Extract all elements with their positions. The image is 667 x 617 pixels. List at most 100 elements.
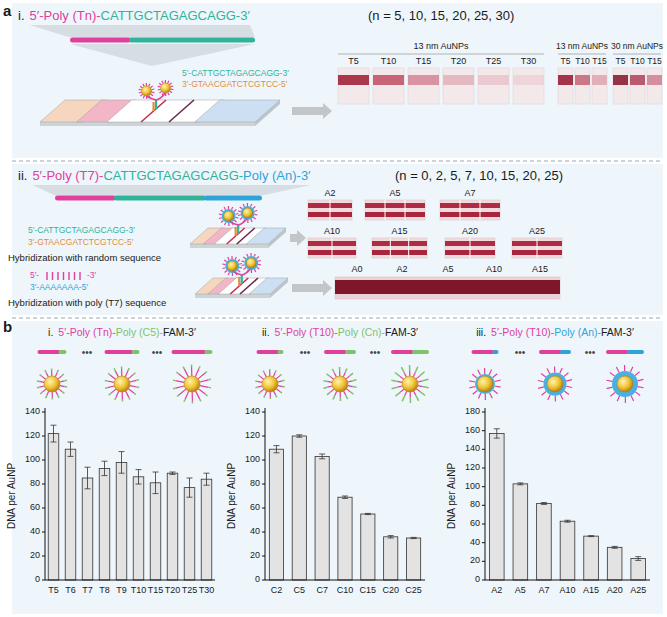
dna-strand	[469, 381, 475, 382]
data-bar	[116, 462, 127, 580]
strip-photo	[440, 200, 500, 220]
dna-strand	[239, 267, 242, 269]
dna-tail	[173, 387, 175, 389]
dna-strand	[115, 371, 118, 377]
error-bar	[85, 467, 91, 489]
dna-bar	[472, 350, 495, 354]
strip-photo	[478, 68, 509, 104]
dna-tail	[114, 368, 115, 370]
dna-strand	[495, 380, 501, 381]
dna-strand	[257, 267, 259, 269]
aunp-probe	[222, 253, 261, 286]
dna-strand	[414, 391, 416, 395]
gold-nanoparticle	[255, 369, 284, 399]
dna-strand	[617, 396, 619, 401]
error-bar	[187, 478, 193, 497]
dna-strand	[346, 389, 350, 392]
tick-label: 140	[245, 407, 260, 417]
dna-tail	[37, 386, 39, 388]
dna-strand	[250, 253, 251, 256]
error-bar	[319, 454, 325, 459]
dna-strand	[140, 86, 142, 88]
dna-strand	[125, 370, 128, 376]
dna-strand	[128, 389, 134, 393]
dna-tail	[200, 399, 201, 401]
data-bar	[167, 473, 178, 580]
dna-strand	[143, 84, 144, 87]
test-band	[575, 75, 590, 85]
heading-row: ii.5′-Poly (T7)-CATTGCTAGAGCAGG-Poly (An…	[18, 169, 311, 184]
dna-strand	[630, 367, 632, 372]
dna-strand	[128, 374, 133, 378]
dna-strand	[548, 394, 550, 399]
gold-nanoparticle	[173, 365, 211, 404]
dna-strand	[240, 207, 242, 209]
axis-tick	[262, 436, 265, 437]
dna-strand	[418, 381, 423, 382]
axis-tick	[262, 484, 265, 485]
dna-strand	[255, 214, 258, 216]
error-bar	[102, 461, 108, 475]
heading-text: 5′-Poly (T7)-	[32, 169, 103, 184]
dna-strand	[231, 256, 232, 259]
dna-tail	[134, 393, 136, 395]
heading-row: iii.5′-Poly (T10)-Poly (An)-FAM-3′	[476, 326, 634, 338]
adenine-shell	[244, 256, 258, 270]
category-label: C2	[271, 586, 283, 596]
data-bar	[361, 514, 375, 580]
sample-label: T10	[575, 57, 590, 66]
heading-text: Poly (Cn)-	[338, 326, 385, 338]
dna-strand	[538, 387, 544, 388]
dna-strand	[232, 222, 233, 225]
ellipsis: •••	[152, 347, 163, 358]
dna-strand	[416, 376, 420, 379]
dna-bar	[129, 38, 255, 43]
dna-strand	[638, 379, 644, 380]
dna-tail	[199, 366, 200, 368]
dna-tail	[416, 396, 419, 401]
category-label: A5	[515, 586, 526, 596]
axis-tick	[42, 460, 45, 461]
strip-edge	[190, 244, 268, 248]
dna-strand	[410, 392, 411, 397]
group-label: 30 nm AuNPs	[611, 42, 663, 51]
dna-tail	[392, 387, 398, 388]
category-label: T20	[165, 586, 181, 596]
tick-label: 160	[465, 426, 480, 436]
dna-strand	[330, 376, 334, 379]
dna-strand	[158, 89, 161, 91]
axis-tick	[262, 460, 265, 461]
dna-tail	[263, 396, 265, 398]
adenine-shell	[612, 371, 638, 397]
data-bar	[537, 503, 552, 580]
dna-strand	[244, 267, 246, 269]
strip-photo	[373, 68, 404, 104]
axis-tick	[482, 542, 485, 543]
dna-bar	[70, 38, 131, 43]
group-bracket	[613, 54, 661, 55]
axis-title: DNA per AuNP	[446, 463, 457, 529]
dna-tail	[269, 369, 271, 371]
group-label: 13 nm AuNPs	[413, 42, 468, 52]
dna-strand	[257, 386, 262, 387]
poly-t-tick	[74, 272, 75, 280]
dna-strand	[269, 371, 270, 376]
dna-strand	[219, 213, 222, 215]
dna-strand	[130, 380, 137, 382]
panel-number: i.	[18, 9, 25, 24]
heading-row: ii.5′-Poly (T10)-Poly (Cn)-FAM-3′	[262, 326, 418, 338]
panel-letter: b	[3, 319, 12, 336]
dna-strand	[116, 391, 119, 397]
dna-strand	[198, 389, 205, 394]
dna-strand	[42, 389, 46, 392]
dna-bar	[391, 350, 414, 354]
dna-strand	[495, 386, 501, 387]
dna-tail	[40, 375, 42, 377]
gold-sphere	[332, 376, 348, 392]
category-label: A15	[583, 586, 599, 596]
gold-sphere	[402, 376, 418, 392]
dna-tail	[192, 401, 194, 403]
control-band	[365, 212, 425, 217]
dna-tail	[420, 372, 425, 376]
